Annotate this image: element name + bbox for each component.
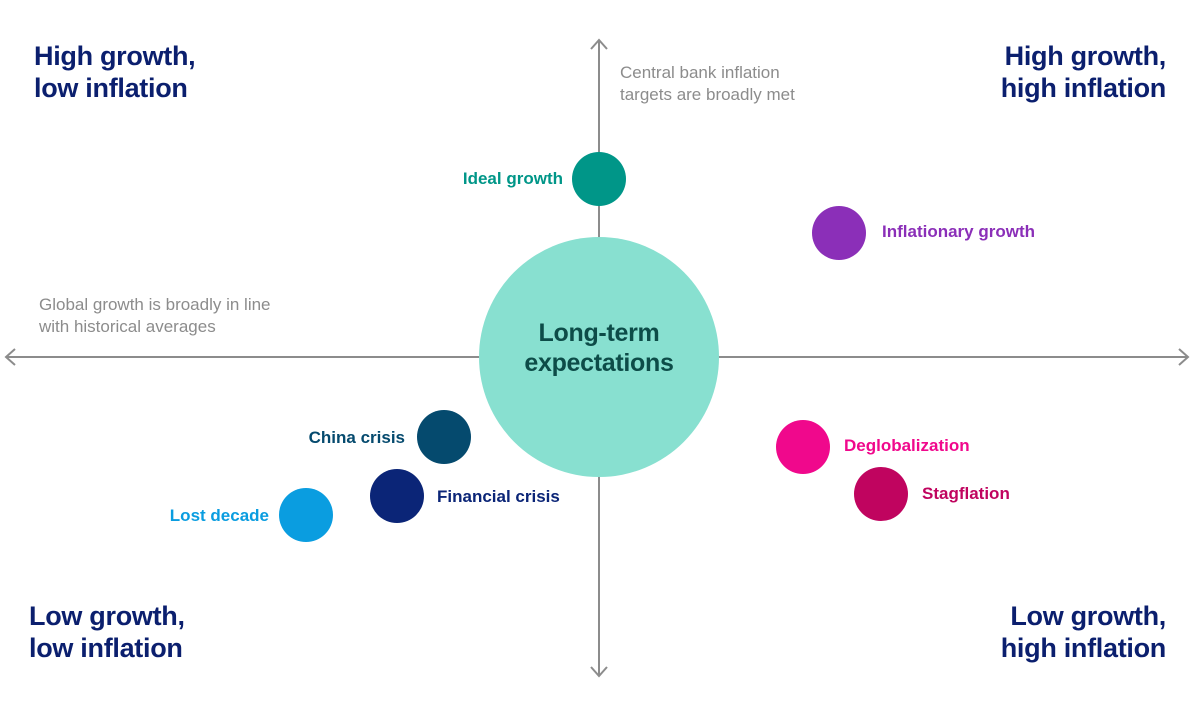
dot-deglobalization [776, 420, 830, 474]
quadrant-top-right: High growth, high inflation [1000, 41, 1167, 103]
dot-lost-decade [279, 488, 333, 542]
label-china-crisis: China crisis [308, 428, 405, 447]
label-financial-crisis: Financial crisis [437, 487, 560, 506]
dot-china-crisis [417, 410, 471, 464]
label-deglobalization: Deglobalization [844, 436, 970, 455]
center-circle [479, 237, 719, 477]
horizontal-axis-arrow-right [1178, 348, 1190, 366]
horizontal-axis-note: Global growth is broadly in line with hi… [39, 295, 271, 336]
quadrant-bottom-right: Low growth, high inflation [1000, 601, 1167, 663]
center-label: Long-term expectations [524, 319, 674, 377]
dot-inflationary-growth [812, 206, 866, 260]
label-lost-decade: Lost decade [169, 506, 269, 525]
vertical-axis-arrow-top [590, 38, 608, 50]
horizontal-axis-arrow-left [4, 348, 16, 366]
dot-ideal-growth [572, 152, 626, 206]
dot-financial-crisis [370, 469, 424, 523]
vertical-axis-note: Central bank inflation targets are broad… [620, 63, 795, 104]
label-stagflation: Stagflation [922, 484, 1010, 503]
label-ideal-growth: Ideal growth [462, 169, 563, 188]
vertical-axis-arrow-bottom [590, 666, 608, 678]
quadrant-bottom-left: Low growth, low inflation [29, 601, 185, 663]
label-inflationary-growth: Inflationary growth [882, 222, 1035, 241]
quadrant-top-left: High growth, low inflation [34, 41, 196, 103]
dot-stagflation [854, 467, 908, 521]
